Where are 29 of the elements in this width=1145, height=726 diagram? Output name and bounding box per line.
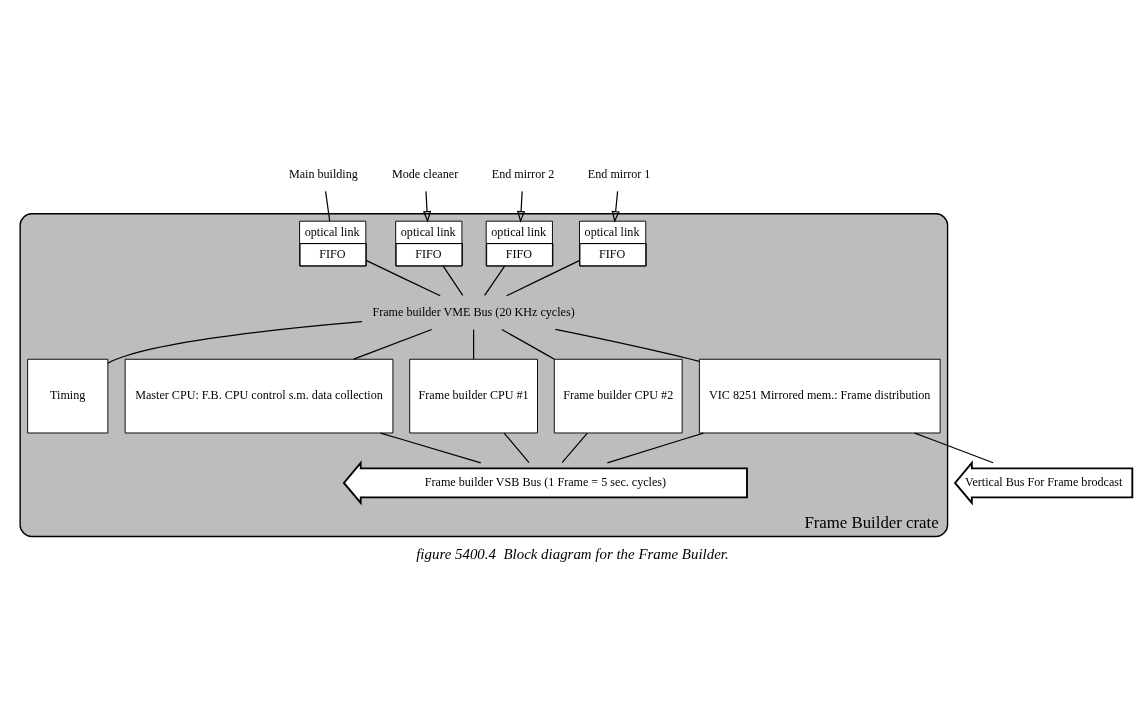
connector (606, 432, 705, 464)
arrow (422, 190, 432, 223)
node-box: Master CPU: F.B. CPU control s.m. data collection (124, 358, 394, 434)
node-box: Timing (27, 358, 109, 434)
node-text: Main building (288, 166, 358, 181)
connector (554, 328, 700, 362)
connector (503, 432, 530, 464)
connector (914, 432, 994, 464)
node-box: VIC 8251 Mirrored mem.: Frame distribution (698, 358, 941, 434)
node-text: Mode cleaner (391, 166, 459, 181)
connector (379, 432, 482, 464)
caption: figure 5400.4 Block diagram for the Frame Builder. (416, 545, 729, 562)
connector (107, 321, 363, 364)
node-box: Frame builder CPU #1 (409, 358, 538, 434)
node-text: Frame builder VME Bus (20 KHz cycles) (372, 304, 575, 319)
node-box: Frame builder CPU #2 (553, 358, 683, 434)
arrow (516, 190, 526, 223)
connector (353, 328, 433, 360)
connector (484, 265, 506, 297)
connector (365, 259, 441, 297)
connector (506, 260, 580, 297)
arrow (611, 190, 620, 223)
node-text: End mirror 2 (491, 166, 555, 181)
node-text: End mirror 1 (587, 166, 651, 181)
connector (501, 328, 556, 360)
connector (561, 432, 588, 464)
connector (442, 265, 464, 297)
connector (325, 190, 331, 222)
connector (473, 329, 475, 360)
